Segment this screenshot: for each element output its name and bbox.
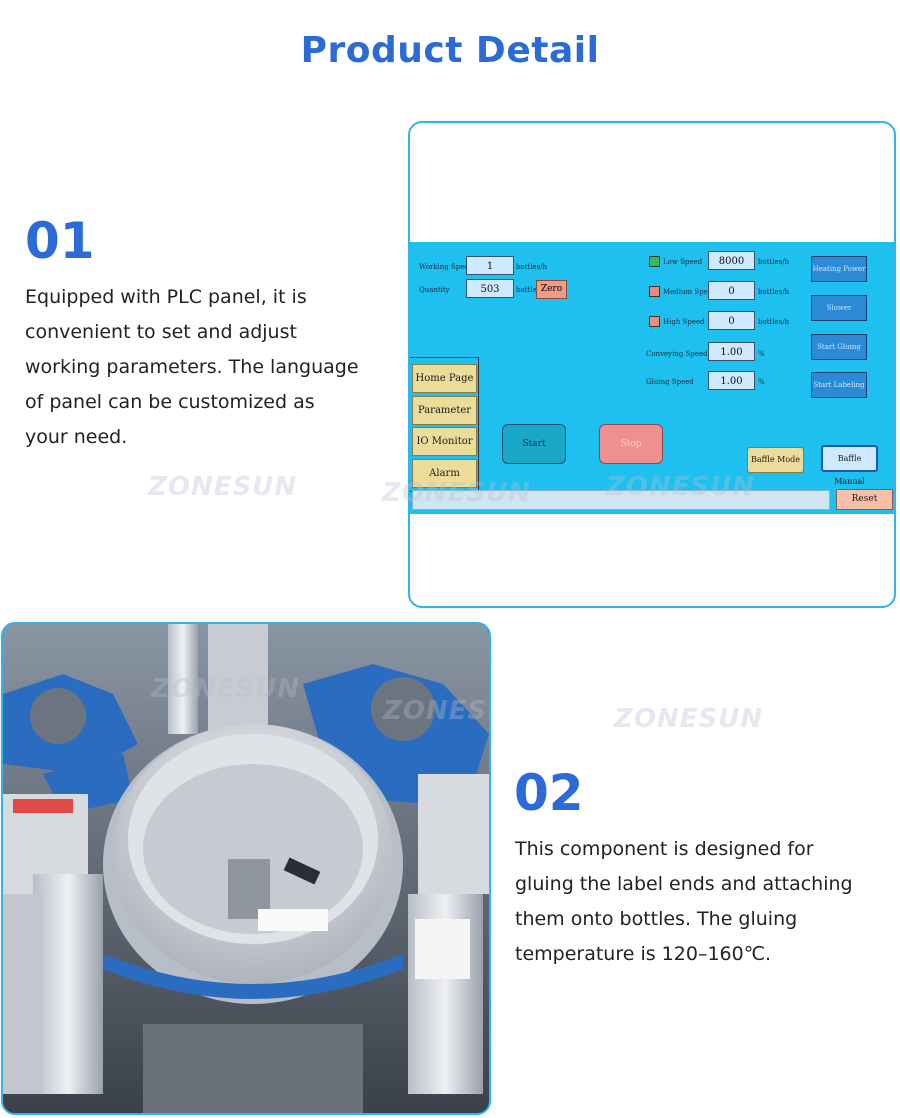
description-line: convenient to set and adjust: [25, 321, 297, 343]
nav-parameter[interactable]: Parameter: [412, 396, 477, 425]
machine-illustration: [3, 624, 489, 1113]
reset-button[interactable]: Reset: [836, 489, 893, 510]
working-speed-field[interactable]: 1: [466, 256, 514, 275]
watermark: ZONESUN: [151, 674, 301, 704]
baffle-manual-button[interactable]: Baffle Manual: [821, 445, 878, 486]
section-number-01: 01: [25, 212, 95, 270]
working-speed-label: Working Speed: [419, 263, 474, 271]
nav-home-page[interactable]: Home Page: [412, 364, 477, 393]
baffle-mode-button[interactable]: Baffle Mode: [747, 447, 804, 473]
watermark: ZONESUN: [614, 704, 764, 734]
low-speed-indicator[interactable]: [649, 256, 660, 267]
description-line: your need.: [25, 426, 128, 448]
plc-panel-frame: Working Speed 1 bottles/h Quantity 503 b…: [408, 121, 896, 608]
conveying-speed-label: Conveying Speed: [646, 350, 708, 358]
medium-speed-indicator[interactable]: [649, 286, 660, 297]
high-speed-indicator[interactable]: [649, 316, 660, 327]
message-bar: [412, 490, 830, 510]
stop-button[interactable]: Stop: [599, 424, 663, 464]
low-speed-unit: bottles/h: [758, 258, 790, 266]
heating-power-button[interactable]: Heating Power: [811, 256, 867, 282]
section-2-description: This component is designed for gluing th…: [515, 832, 853, 972]
medium-speed-label: Medium Speed: [663, 288, 717, 296]
description-line: This component is designed for: [515, 838, 814, 860]
zero-button[interactable]: Zero: [536, 280, 567, 299]
high-speed-label: High Speed: [663, 318, 705, 326]
section-number-02: 02: [514, 764, 584, 822]
low-speed-field[interactable]: 8000: [708, 251, 755, 270]
watermark: ZONESUN: [148, 472, 298, 502]
quantity-field[interactable]: 503: [466, 279, 514, 298]
description-line: gluing the label ends and attaching: [515, 873, 853, 895]
medium-speed-unit: bottles/h: [758, 288, 790, 296]
gluing-component-photo: ZONESUN ZONESUN: [1, 622, 491, 1115]
watermark: ZONESUN: [383, 696, 489, 726]
description-line: them onto bottles. The gluing: [515, 908, 798, 930]
working-speed-unit: bottles/h: [516, 263, 548, 271]
description-line: temperature is 120–160℃.: [515, 943, 772, 965]
slower-button[interactable]: Slower: [811, 295, 867, 321]
watermark: ZONESUN: [382, 478, 532, 508]
quantity-label: Quantity: [419, 286, 450, 294]
gluing-speed-unit: %: [758, 378, 765, 386]
start-labeling-button[interactable]: Start Labeling: [811, 372, 867, 398]
low-speed-label: Low Speed: [663, 258, 703, 266]
hmi-screen: Working Speed 1 bottles/h Quantity 503 b…: [410, 242, 894, 514]
gluing-speed-label: Gluing Speed: [646, 378, 694, 386]
start-button[interactable]: Start: [502, 424, 566, 464]
medium-speed-field[interactable]: 0: [708, 281, 755, 300]
description-line: working parameters. The language: [25, 356, 359, 378]
start-gluing-button[interactable]: Start Gluing: [811, 334, 867, 360]
conveying-speed-unit: %: [758, 350, 765, 358]
nav-io-monitor[interactable]: IO Monitor: [412, 427, 477, 456]
high-speed-unit: bottles/h: [758, 318, 790, 326]
description-line: of panel can be customized as: [25, 391, 315, 413]
page-title: Product Detail: [300, 30, 600, 71]
section-1-description: Equipped with PLC panel, it is convenien…: [25, 280, 359, 455]
gluing-speed-field[interactable]: 1.00: [708, 371, 755, 390]
watermark: ZONESUN: [606, 472, 756, 502]
description-line: Equipped with PLC panel, it is: [25, 286, 307, 308]
high-speed-field[interactable]: 0: [708, 311, 755, 330]
conveying-speed-field[interactable]: 1.00: [708, 342, 755, 361]
quantity-unit: bottles: [516, 286, 541, 294]
